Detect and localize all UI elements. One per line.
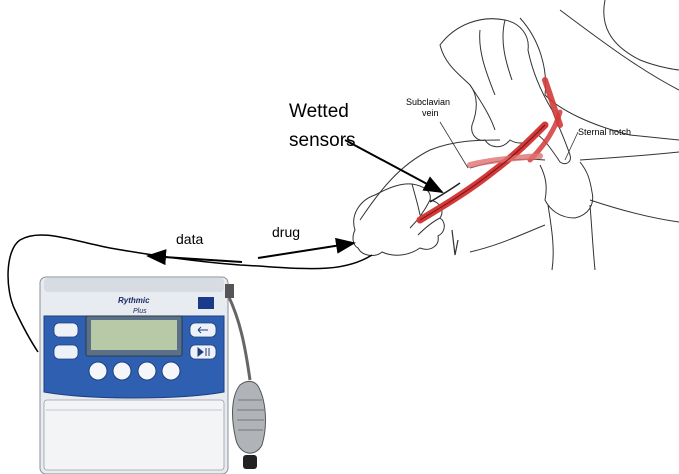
sternum: [540, 162, 595, 270]
jaw-outline: [604, 0, 679, 70]
brand-label: Rythmic: [118, 296, 150, 305]
softkey-3[interactable]: [138, 362, 156, 380]
upper-hand-fingers: [470, 20, 512, 130]
softkey-1[interactable]: [89, 362, 107, 380]
side-connector: [225, 284, 234, 298]
softkey-2[interactable]: [113, 362, 131, 380]
lower-gloved-hand: [353, 184, 444, 256]
left-top-button[interactable]: [54, 323, 78, 337]
pump-top-cap: [44, 278, 224, 292]
infusion-pump: Rythmic Plus: [40, 277, 265, 474]
rib: [470, 200, 679, 252]
wetted-sensors-arrow: [345, 140, 442, 192]
neck-outline: [520, 10, 679, 140]
subclavian-label-line2: vein: [422, 108, 439, 118]
softkey-4[interactable]: [162, 362, 180, 380]
lcd-screen: [91, 320, 177, 350]
subclavian-label-group: Subclavian vein: [406, 97, 468, 168]
wetted-sensors-annotation: Wetted sensors: [289, 101, 442, 192]
maker-logo: [198, 297, 214, 309]
data-label: data: [176, 231, 203, 247]
wetted-sensors-label-line1: Wetted: [289, 101, 349, 122]
probe-handle: [233, 381, 266, 453]
needle-mark: [452, 230, 458, 255]
sternal-notch-label-group: Sternal notch: [565, 127, 631, 160]
subclavian-label-line1: Subclavian: [406, 97, 450, 107]
sternal-notch-label: Sternal notch: [578, 127, 631, 137]
model-label: Plus: [133, 308, 147, 315]
data-arrow-group: data: [148, 231, 242, 262]
drug-arrow-group: drug: [258, 224, 354, 258]
probe-tip: [243, 455, 257, 469]
drug-arrow: [258, 243, 354, 258]
left-bottom-button[interactable]: [54, 345, 78, 359]
probe-cable: [228, 295, 250, 380]
drug-label: drug: [272, 224, 300, 240]
